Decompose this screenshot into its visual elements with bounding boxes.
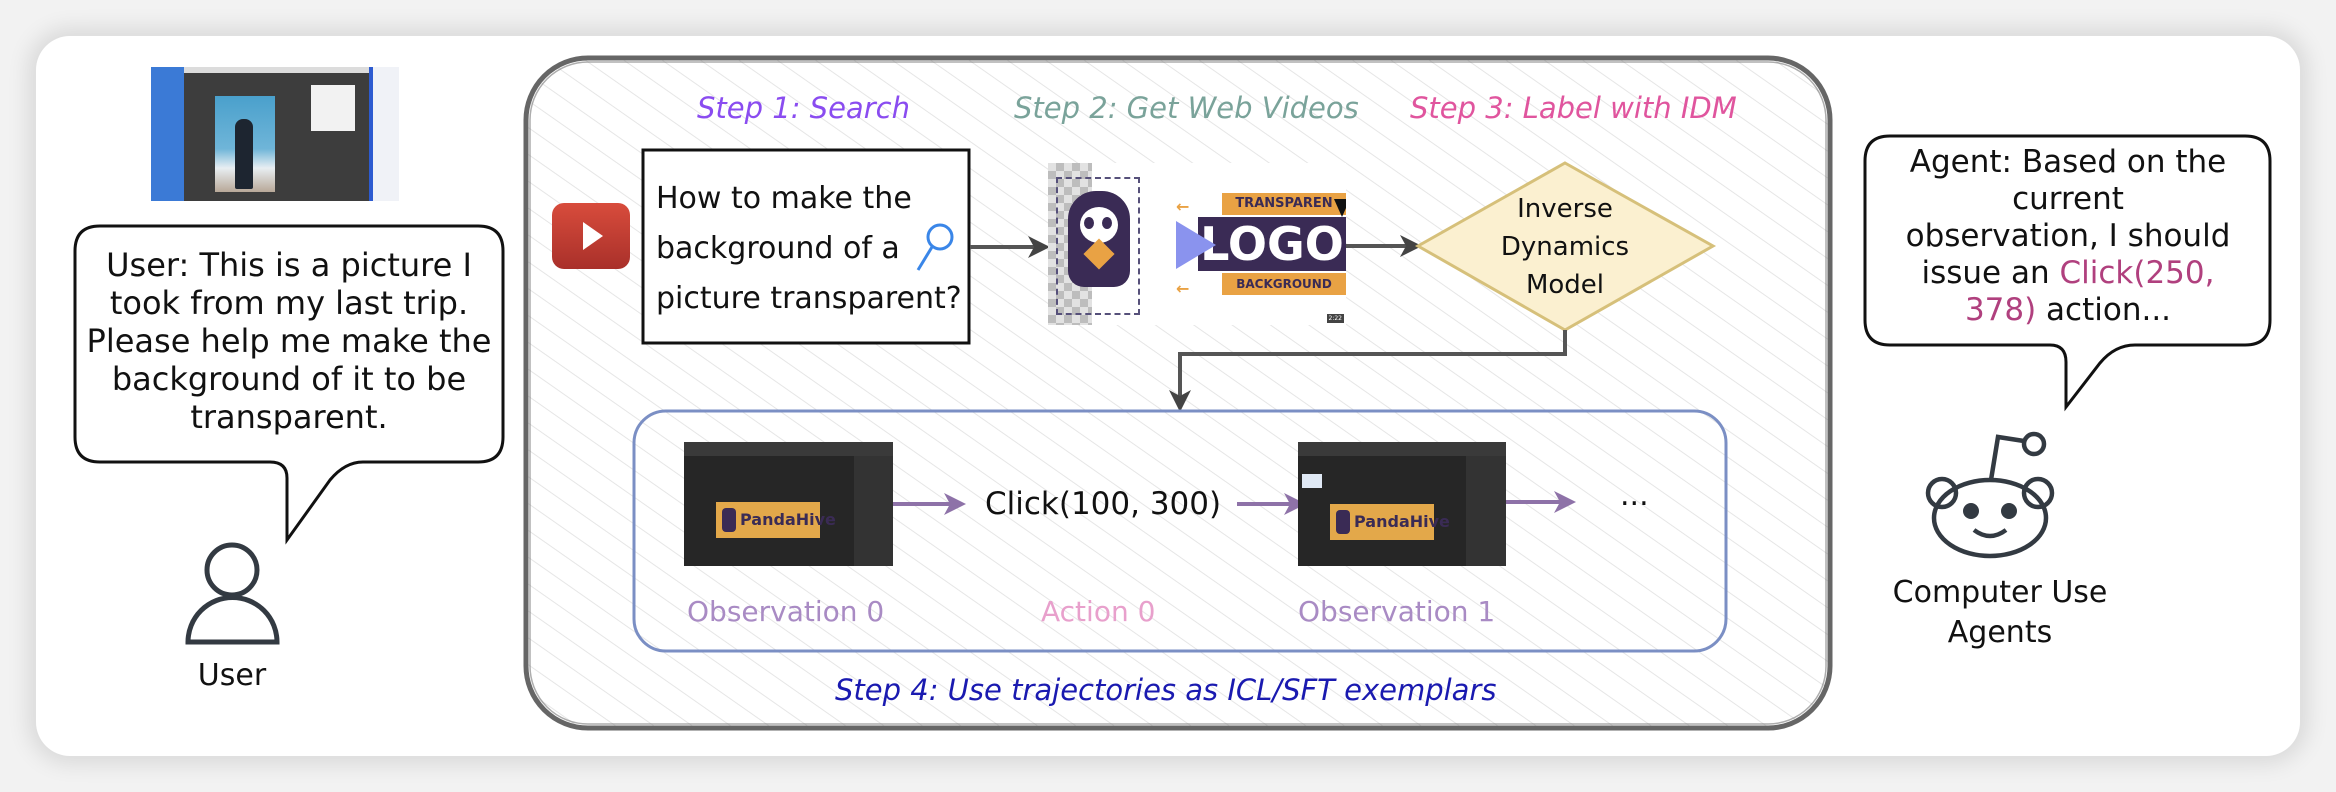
agent-action-highlight-2: 378) [1964,292,2037,328]
idm-label: Inverse Dynamics Model [1500,194,1630,300]
user-label: User [197,658,267,693]
agent-robot-icon [1925,431,2055,559]
observation-1-logo: PandaHive [1354,512,1450,531]
thumb-text-top: TRANSPAREN [1222,193,1346,215]
agent-label: Computer Use Agents [1892,575,2108,650]
observation-1-screenshot[interactable]: PandaHive [1298,442,1506,566]
observation-0-screenshot[interactable]: PandaHive [684,442,893,566]
agent-action-highlight: Click(250, [2059,255,2215,291]
trajectory-panel [632,409,1728,653]
action-0-text: Click(100, 300) [985,486,1222,522]
step2-label: Step 2: Get Web Videos [1014,91,1359,125]
user-screenshot-thumbnail[interactable] [151,67,399,201]
user-speech-bubble [73,224,505,545]
agent-speech-bubble [1863,134,2272,412]
arrow-idm-to-trajectories [1169,330,1567,412]
thumb-text-main: LOGO [1198,217,1346,271]
observation-0-logo: PandaHive [740,510,836,529]
observation-1-label: Observation 1 [1298,595,1496,628]
step3-label: Step 3: Label with IDM [1410,91,1737,125]
cursor-icon [1334,199,1346,217]
video-play-overlay-icon[interactable] [1176,221,1216,269]
arrow-left-icon-2: ← [1176,279,1190,298]
ellipsis: ... [1620,478,1649,513]
thumb-text-bottom: BACKGROUND [1222,273,1346,295]
user-message: User: This is a picture I took from my l… [86,246,492,436]
step4-label: Step 4: Use trajectories as ICL/SFT exem… [835,673,1497,707]
search-query-box [641,148,971,345]
panda-logo [1068,191,1130,287]
web-video-thumbnail[interactable]: TRANSPAREN LOGO BACKGROUND ← ← 2:22 [1048,163,1346,325]
user-icon [185,542,280,645]
action-0-label: Action 0 [1041,595,1156,628]
magnifier-icon[interactable] [914,222,954,274]
arrow-left-icon: ← [1176,197,1190,216]
observation-0-label: Observation 0 [687,595,885,628]
agent-message: Agent: Based on the current observation,… [1905,144,2231,328]
search-query-text: How to make the background of a picture … [656,181,962,316]
youtube-play-icon[interactable] [552,203,630,269]
step1-label: Step 1: Search [697,91,910,125]
video-duration: 2:22 [1326,314,1344,323]
